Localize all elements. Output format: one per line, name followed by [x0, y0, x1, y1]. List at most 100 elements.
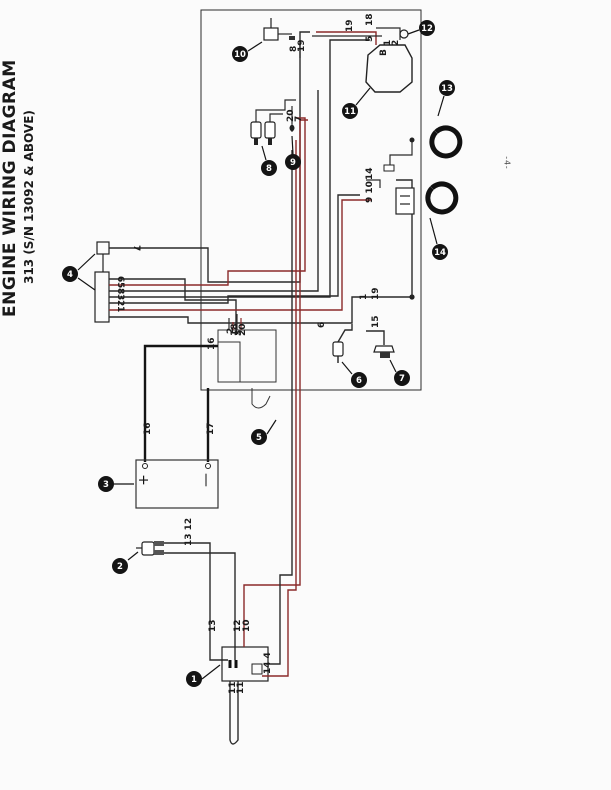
callout-9: 9	[285, 135, 301, 170]
battery-negative-terminal	[205, 463, 211, 469]
label-wire-910: 9 10	[365, 181, 375, 203]
switch-1-terminal	[251, 663, 263, 675]
label-wire-14: 14	[365, 167, 375, 180]
rotor-13-terminal	[409, 137, 415, 143]
sender-8a-tip	[254, 138, 258, 145]
label-wire-1-right: 1	[359, 294, 369, 300]
wire-8b-feed	[269, 113, 283, 122]
battery-plus-label: +	[136, 474, 152, 486]
label-conn4-6: 6	[115, 276, 125, 282]
connector-14-plug	[383, 164, 395, 172]
wire-11-loop	[229, 681, 239, 745]
coil-11-body	[365, 44, 413, 93]
switch-7-base	[380, 352, 390, 358]
label-wire-144: 14 4	[263, 652, 273, 674]
wire-13-lead	[389, 140, 413, 168]
svg-text:4: 4	[67, 270, 73, 280]
label-wire-8: 8	[289, 46, 299, 52]
callout-12: 12	[407, 20, 435, 36]
label-box-16: 16	[207, 337, 217, 350]
wire-4-lower	[262, 140, 297, 677]
callout-7: 7	[389, 359, 410, 386]
callout-10: 10	[232, 41, 263, 62]
stator-14-ring	[425, 181, 459, 215]
stator-14-housing	[395, 187, 415, 215]
svg-text:3: 3	[103, 480, 109, 490]
svg-text:5: 5	[256, 433, 262, 443]
sender-8b-tip	[268, 138, 272, 145]
wire-1-left	[109, 296, 412, 324]
label-wire-11a: 11	[228, 681, 238, 694]
label-box-2: 2	[226, 328, 236, 334]
label-wire-16: 16	[143, 422, 153, 435]
label-wire-11b: 11	[236, 681, 246, 694]
wire-13	[164, 542, 228, 661]
svg-text:7: 7	[399, 374, 405, 384]
label-conn4-5: 5	[115, 282, 125, 288]
callout-8: 8	[261, 145, 277, 176]
component-5-tab	[251, 388, 271, 409]
label-wire-19: 19	[371, 287, 381, 300]
label-coil-2: 2	[391, 40, 401, 46]
wire-12	[164, 552, 236, 660]
svg-text:8: 8	[266, 164, 272, 174]
svg-text:10: 10	[234, 50, 246, 60]
label-wire-12: 12	[233, 619, 243, 632]
label-conn4-2: 2	[115, 300, 125, 306]
svg-text:12: 12	[421, 24, 433, 34]
label-conn4-1: 1	[115, 306, 125, 312]
svg-text:13: 13	[441, 84, 453, 94]
relay-10-plug	[289, 36, 295, 40]
wire-3-left	[109, 194, 360, 304]
wire-5-left	[109, 117, 306, 286]
label-wire-19-top: 19	[297, 39, 307, 52]
wire-8-feed	[255, 99, 296, 122]
callout-3: 3	[98, 476, 134, 492]
label-wire-5: 5	[365, 36, 375, 42]
rotor-13-ring	[429, 125, 463, 159]
label-wire-10: 10	[242, 619, 252, 632]
svg-text:11: 11	[344, 107, 356, 117]
engine-frame-outline	[200, 9, 422, 391]
label-box-18: 18	[230, 323, 240, 336]
label-conn4-8: 8	[115, 288, 125, 294]
wire-15	[366, 330, 385, 345]
label-wire-13: 13	[208, 619, 218, 632]
label-wire-17: 17	[206, 422, 216, 435]
label-wire-20: 20	[286, 109, 296, 122]
wire-6-left	[109, 278, 237, 335]
wire-7	[109, 31, 310, 283]
callout-13: 13	[437, 80, 455, 117]
callout-14: 14	[429, 217, 448, 260]
battery-3-case	[135, 459, 219, 509]
svg-text:6: 6	[356, 376, 362, 386]
wire-2-left	[109, 199, 372, 311]
wire-10	[243, 119, 308, 647]
label-box-20: 20	[238, 323, 248, 336]
wire-19-right	[396, 179, 413, 297]
label-coil-b: B	[379, 49, 389, 56]
wire-4-left	[109, 39, 370, 298]
callout-4: 4	[62, 253, 96, 291]
battery-minus-label: —	[198, 473, 214, 487]
callout-11: 11	[342, 87, 371, 119]
wire-6	[337, 324, 353, 343]
label-wire-18: 18	[365, 13, 375, 26]
callout-2: 2	[112, 551, 139, 574]
label-coil-1: 1	[383, 40, 393, 46]
wire-14-top	[366, 179, 381, 188]
label-wire-1312: 13 12	[184, 518, 194, 546]
callout-5: 5	[251, 419, 277, 445]
label-wire-7: 7	[294, 116, 304, 122]
label-wire-6: 6	[317, 322, 327, 328]
bulb-2-lead-b	[154, 550, 164, 555]
wire-19-top	[316, 31, 377, 45]
svg-text:9: 9	[290, 158, 296, 168]
label-wire-19-coil: 19	[345, 19, 355, 32]
label-conn4-7: 7	[131, 245, 141, 251]
bulb-2-lead-a	[154, 541, 164, 546]
wire-16	[143, 344, 218, 462]
label-wire-15: 15	[371, 315, 381, 328]
